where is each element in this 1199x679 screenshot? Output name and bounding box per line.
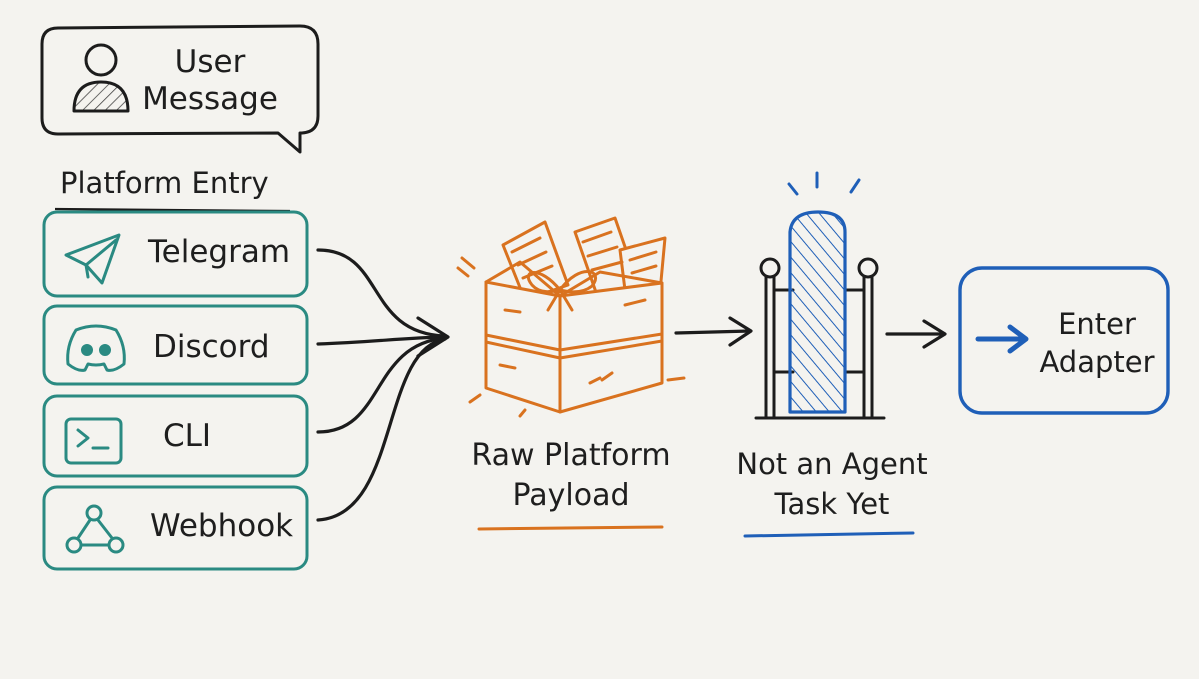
adapter-line2: Adapter <box>1039 345 1155 379</box>
arrow-to-gate <box>674 316 753 347</box>
gate-line1: Not an Agent <box>736 447 928 481</box>
discord-box[interactable] <box>42 304 309 386</box>
telegram-box[interactable] <box>42 210 309 298</box>
adapter-line1: Enter <box>1058 307 1136 341</box>
gate-line2: Task Yet <box>774 487 890 521</box>
platform-boxes <box>42 210 309 571</box>
payload-label: Raw Platform Payload <box>450 436 692 516</box>
gate-label: Not an Agent Task Yet <box>722 444 942 524</box>
user-message-bubble <box>40 24 320 154</box>
platform-entry-heading: Platform Entry <box>60 166 269 200</box>
merge-arrowhead <box>416 316 450 358</box>
adapter-box[interactable] <box>958 266 1170 415</box>
user-message-line1: User <box>174 44 246 80</box>
user-avatar-icon <box>72 43 130 113</box>
payload-line2: Payload <box>512 478 630 513</box>
arrow-to-adapter <box>885 319 947 349</box>
platform-label-cli: CLI <box>163 418 212 454</box>
gate-barrier-icon <box>754 257 886 420</box>
cli-box[interactable] <box>42 394 309 478</box>
webhook-box[interactable] <box>42 485 309 571</box>
paper-plane-icon <box>64 233 121 285</box>
telegram-arrow <box>316 248 447 338</box>
platform-label-telegram: Telegram <box>148 234 291 270</box>
platform-label-discord: Discord <box>153 329 270 365</box>
gate-underline <box>743 531 915 538</box>
webhook-icon <box>65 504 125 554</box>
adapter-label: Enter Adapter <box>1034 305 1160 381</box>
platform-label-webhook: Webhook <box>150 508 294 544</box>
user-message-line2: Message <box>142 81 278 117</box>
user-message-label: User Message <box>140 44 280 118</box>
enter-arrow-icon <box>975 324 1029 354</box>
payload-underline <box>477 525 664 531</box>
cli-arrow <box>316 336 447 434</box>
gate-glow-lines <box>787 171 861 196</box>
merge-arrows <box>316 248 450 522</box>
payload-line1: Raw Platform <box>471 438 671 473</box>
gate-panel <box>788 210 847 414</box>
package-icon <box>456 216 686 418</box>
terminal-icon <box>64 417 123 465</box>
discord-icon <box>66 324 126 372</box>
discord-arrow <box>316 335 447 346</box>
